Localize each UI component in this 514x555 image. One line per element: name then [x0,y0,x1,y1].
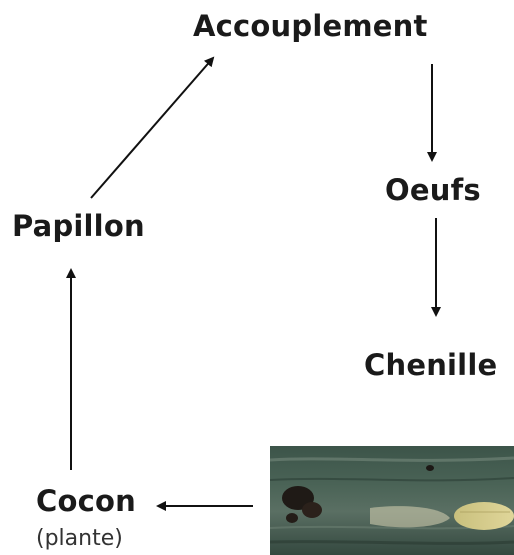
node-accouplement: Accouplement [193,9,428,43]
node-cocon: Cocon [36,484,136,518]
node-cocon-subtitle: (plante) [36,526,123,551]
node-chenille: Chenille [364,348,498,382]
arrow-papillon-to-accouplement [90,56,215,199]
cocoon-photo [270,446,514,555]
node-oeufs: Oeufs [385,173,481,207]
cocoon-photo-image [270,446,514,555]
node-papillon: Papillon [12,209,145,243]
